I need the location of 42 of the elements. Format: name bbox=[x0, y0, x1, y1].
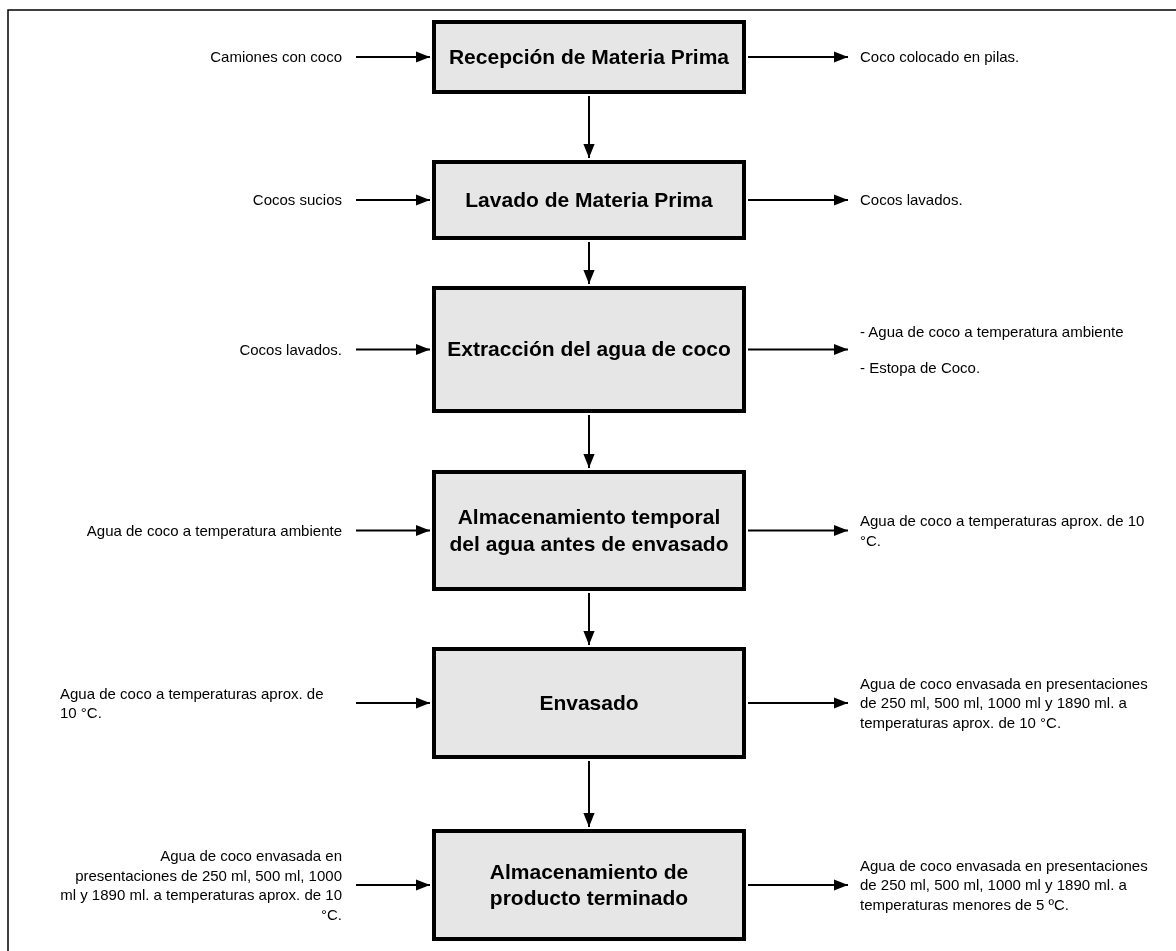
flow-text: Coco colocado en pilas. bbox=[860, 47, 1020, 67]
flow-text: Cocos sucios bbox=[252, 190, 342, 210]
arrow bbox=[355, 524, 431, 537]
flow-text: Agua de coco a temperatura ambiente bbox=[86, 520, 342, 541]
process-title: Almacenamiento temporal del agua antes de envasado bbox=[448, 504, 730, 557]
process-box bbox=[432, 470, 746, 591]
arrow bbox=[747, 524, 849, 537]
flow-text: Agua de coco envasada en presentaciones de 250 ml, 500 ml, 1000 ml y 1890 ml. a temperaturas aprox. de 10 °C. bbox=[860, 673, 1149, 733]
flow-text: - Estopa de Coco. bbox=[860, 357, 981, 377]
process-title: Envasado bbox=[538, 689, 640, 716]
process-box bbox=[432, 20, 746, 94]
arrow bbox=[747, 879, 849, 891]
process-box bbox=[432, 160, 746, 240]
process-box bbox=[432, 647, 746, 759]
arrow bbox=[583, 414, 595, 469]
process-box bbox=[432, 829, 746, 941]
process-title: Almacenamiento de producto terminado bbox=[488, 858, 690, 911]
arrow bbox=[747, 697, 849, 709]
arrow bbox=[355, 343, 431, 356]
arrow bbox=[747, 343, 849, 356]
flow-text: Cocos lavados. bbox=[239, 339, 342, 360]
flow-text: Agua de coco a temperaturas aprox. de 10 °C. bbox=[60, 683, 325, 723]
process-title: Lavado de Materia Prima bbox=[464, 186, 714, 213]
arrow bbox=[355, 879, 431, 891]
flow-text: Agua de coco envasada en presentaciones de 250 ml, 500 ml, 1000 ml y 1890 ml. a temperaturas menores de 5 ºC. bbox=[860, 855, 1149, 915]
arrow bbox=[583, 241, 595, 285]
arrow bbox=[355, 697, 431, 709]
process-title: Extracción del agua de coco bbox=[446, 336, 732, 363]
arrow bbox=[747, 194, 849, 206]
process-title: Recepción de Materia Prima bbox=[447, 43, 731, 70]
process-box bbox=[432, 286, 746, 413]
arrow bbox=[355, 194, 431, 206]
flow-text: Agua de coco a temperaturas aprox. de 10 °C. bbox=[860, 511, 1146, 550]
arrow bbox=[747, 51, 849, 63]
arrow bbox=[583, 760, 595, 828]
flow-text: Agua de coco envasada en presentaciones de 250 ml, 500 ml, 1000 ml y 1890 ml. a temperaturas aprox. de 10 °C. bbox=[60, 846, 342, 924]
flow-text: Camiones con coco bbox=[210, 47, 342, 67]
arrow bbox=[355, 51, 431, 63]
arrow bbox=[583, 592, 595, 646]
flow-text: - Agua de coco a temperatura ambiente bbox=[860, 322, 1124, 342]
flow-text: Cocos lavados. bbox=[860, 190, 963, 210]
arrow bbox=[583, 95, 595, 159]
